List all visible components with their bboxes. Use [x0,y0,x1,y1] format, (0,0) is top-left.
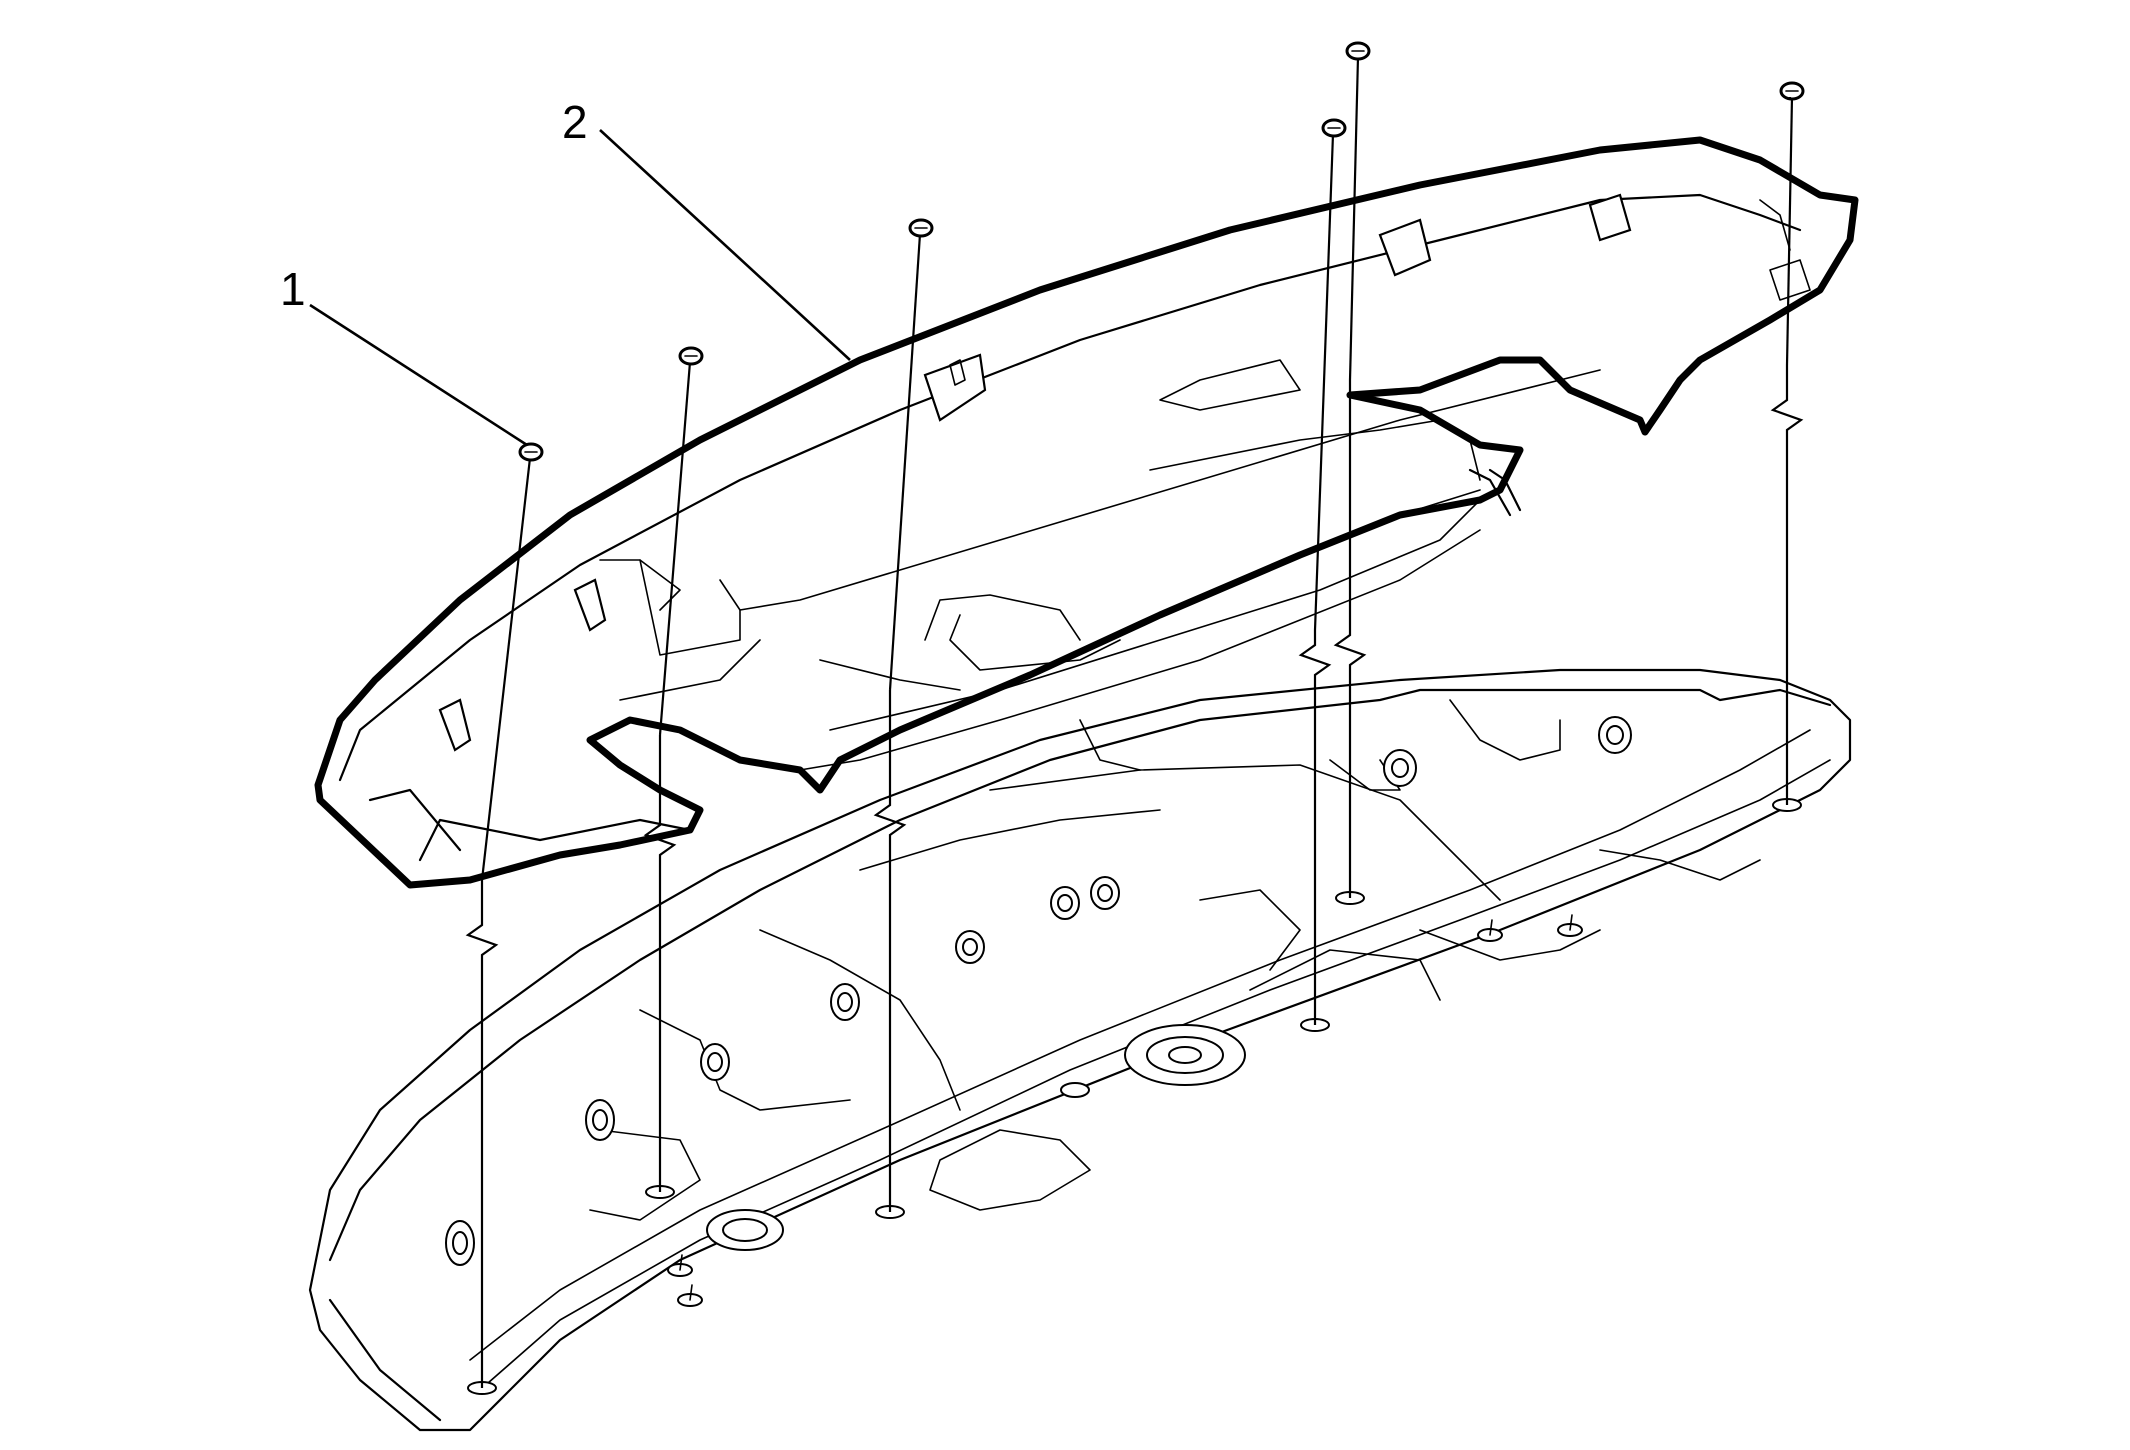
screws [480,41,1805,881]
panel-slot-icons [438,193,1632,752]
screw-icon [1779,81,1805,366]
screw-icon [658,346,704,736]
lower-body-structure [308,668,1852,1432]
screw-icon [1313,118,1347,631]
callout-2-label: 2 [562,96,588,148]
screw-icon [1345,41,1371,381]
callout-1: 1 [280,263,528,447]
screw-icon [888,218,934,691]
lower-mount-holes [467,798,1802,1395]
upper-panel [314,136,1859,889]
callout-2-leader [599,129,851,361]
callout-1-label: 1 [280,263,306,315]
wall-grommet-icons [445,716,1632,1266]
floor-stud-icons [667,914,1583,1307]
alignment-lines [465,365,1804,1388]
screw-icon [480,442,544,881]
callout-2: 2 [562,96,851,361]
callout-1-leader [309,303,528,447]
